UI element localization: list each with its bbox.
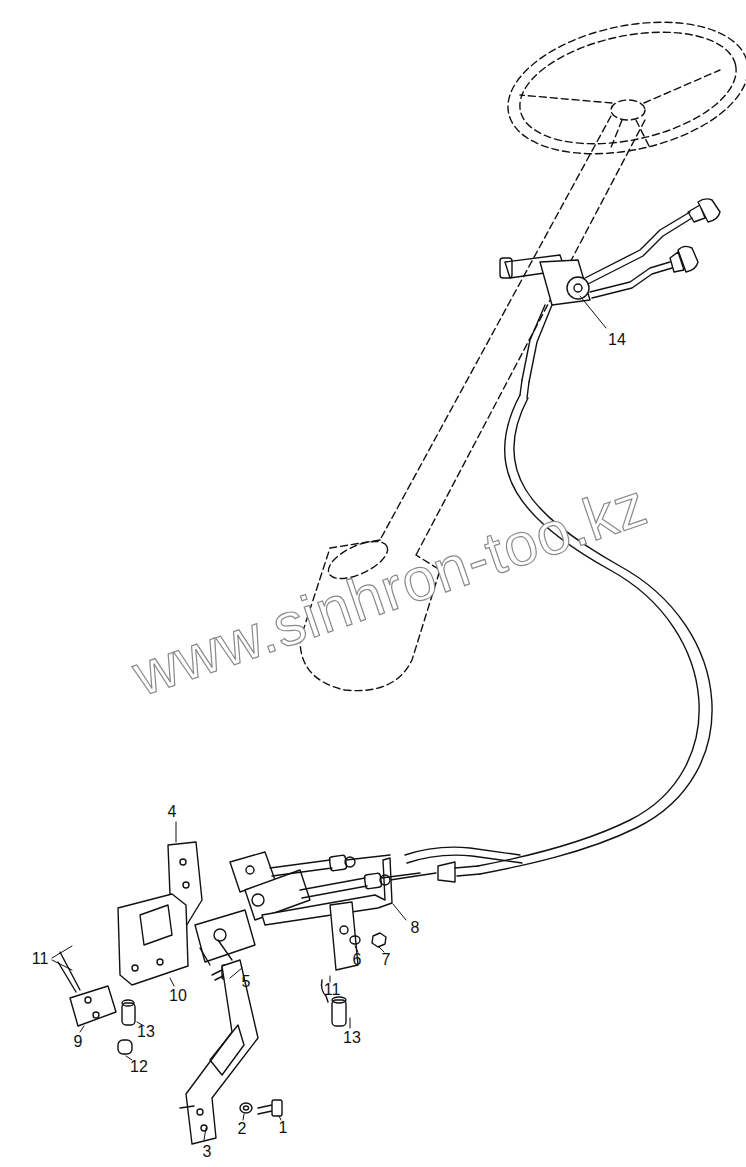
- shift-mechanism-part: [270, 860, 332, 876]
- callout-number: 2: [238, 1121, 247, 1137]
- shift-mechanism-part: [157, 959, 163, 965]
- leader-line-part: [52, 946, 72, 970]
- shift-mechanism-part: [214, 929, 226, 941]
- shift-mechanism-part: [244, 1106, 249, 1110]
- steering-wheel-part: [611, 100, 645, 120]
- steering-wheel-part: [496, 2, 746, 174]
- lever-switch-part: [520, 380, 529, 398]
- control-cable-part: [405, 847, 522, 863]
- leader-line-part: [230, 968, 242, 978]
- callout-number: 13: [343, 1030, 361, 1046]
- shift-mechanism-part: [258, 1105, 272, 1114]
- lever-switch-part: [522, 305, 552, 382]
- callout-number: 8: [411, 920, 420, 936]
- callout-number: 6: [353, 952, 362, 968]
- control-cable-part: [455, 866, 480, 876]
- shift-mechanism-part: [240, 1103, 252, 1113]
- shift-mechanism-part: [300, 878, 367, 898]
- shift-mechanism-part: [140, 905, 172, 945]
- lever-switch-part: [574, 284, 582, 292]
- shift-mechanism-part: [364, 873, 382, 889]
- steering-wheel: [496, 2, 746, 174]
- callout-number: 3: [203, 1144, 212, 1160]
- control-cable-part: [438, 862, 455, 882]
- leader-line-part: [176, 822, 177, 842]
- lever-switch-part: [540, 260, 590, 305]
- callout-number: 1: [279, 1120, 288, 1136]
- shift-mechanism-part: [350, 936, 360, 944]
- callout-number: 11: [324, 982, 341, 998]
- leader-line-part: [243, 1114, 244, 1120]
- shift-mechanism-part: [180, 859, 186, 865]
- shift-mechanism-part: [372, 933, 386, 947]
- shift-mechanism-part: [346, 855, 420, 878]
- lever-switch-part: [567, 277, 589, 299]
- lever-switch-part: [698, 199, 720, 222]
- callout-number: 14: [608, 332, 626, 348]
- shift-mechanism-part: [180, 1106, 194, 1108]
- shift-mechanism-part: [132, 965, 138, 971]
- shift-mechanism-part: [340, 926, 348, 934]
- leader-line-part: [580, 296, 606, 328]
- shift-mechanism-part: [210, 1025, 244, 1075]
- steering-wheel-part: [520, 70, 720, 150]
- shift-mechanism-part: [262, 858, 392, 925]
- callout-number: 9: [74, 1034, 83, 1050]
- control-cable-part: [480, 398, 712, 874]
- shift-mechanism-part: [85, 997, 91, 1003]
- shift-mechanism-part: [122, 1000, 134, 1006]
- control-cable-part: [478, 395, 699, 866]
- shift-mechanism-part: [252, 894, 264, 906]
- shift-mechanism-part: [345, 857, 355, 867]
- callout-number: 7: [382, 952, 391, 968]
- leader-line-part: [170, 978, 174, 986]
- shift-mechanism-part: [329, 855, 347, 871]
- callout-number: 13: [137, 1024, 155, 1040]
- shift-mechanism-part: [93, 1012, 99, 1018]
- shift-mechanism: [58, 842, 420, 1144]
- shift-mechanism-part: [186, 960, 258, 1144]
- shift-mechanism-part: [272, 1100, 282, 1116]
- shift-mechanism-part: [246, 866, 254, 874]
- callout-number: 11: [32, 951, 49, 967]
- watermark: www.sinhron-too.kz: [126, 474, 654, 706]
- shift-mechanism-part: [70, 986, 116, 1026]
- shift-mechanism-part: [380, 875, 390, 885]
- callout-number: 4: [168, 804, 177, 820]
- shift-mechanism-part: [118, 894, 188, 985]
- lever-switch-part: [500, 258, 512, 278]
- leader-line-part: [350, 1018, 351, 1028]
- shift-mechanism-part: [332, 1000, 346, 1026]
- lever-switch-part: [590, 262, 672, 298]
- shift-mechanism-part: [118, 1040, 132, 1054]
- shift-mechanism-part: [197, 1109, 203, 1115]
- callout-number: 5: [242, 974, 251, 990]
- lever-switch-part: [678, 246, 698, 272]
- shift-mechanism-part: [183, 882, 189, 888]
- steering-column-part: [380, 116, 611, 540]
- shift-mechanism-part: [200, 940, 232, 965]
- shift-mechanism-part: [58, 952, 80, 992]
- leader-line-part: [204, 1128, 206, 1140]
- leader-line-part: [393, 904, 406, 920]
- lever-switch: [500, 199, 720, 398]
- callout-number: 10: [169, 988, 187, 1004]
- leader-line: [52, 296, 606, 1140]
- control-cable: [390, 395, 712, 882]
- steering-wheel-part: [510, 14, 746, 161]
- callout-number: 12: [130, 1059, 148, 1075]
- lever-switch-part: [585, 212, 692, 284]
- leader-line-part: [80, 1026, 84, 1032]
